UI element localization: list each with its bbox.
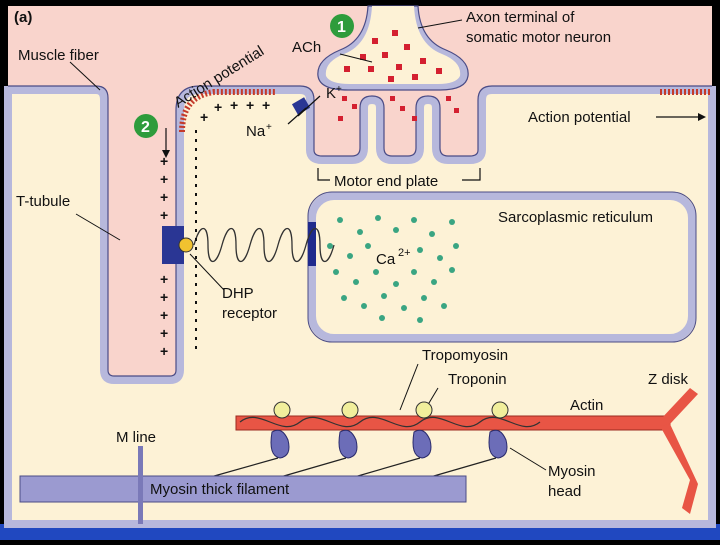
svg-text:+: + xyxy=(160,271,168,287)
step-1-number: 1 xyxy=(337,19,346,36)
calcium-ions xyxy=(327,215,459,323)
membrane-outline xyxy=(8,85,712,377)
label-na-ion: Na xyxy=(246,123,266,140)
step-1-badge xyxy=(330,14,354,38)
dhp-receptor-block xyxy=(162,226,184,264)
label-axon-terminal-1: Axon terminal of xyxy=(466,9,575,26)
t-tubule-arrow-head xyxy=(162,150,170,158)
z-disk-lower xyxy=(660,424,698,514)
end-plate-label-bg xyxy=(330,172,462,190)
svg-text:+: + xyxy=(246,97,254,113)
label-myosin-1: Myosin xyxy=(548,463,596,480)
svg-text:+: + xyxy=(160,171,168,187)
ion-flow-arrows xyxy=(287,95,321,125)
svg-text:+: + xyxy=(160,207,168,223)
label-calcium: Ca xyxy=(376,251,396,268)
label-dhp-2: receptor xyxy=(222,305,277,322)
myosin-heads xyxy=(270,429,508,459)
label-dhp-1: DHP xyxy=(222,285,254,302)
label-calcium-charge: 2+ xyxy=(398,247,411,259)
label-sarcoplasmic-reticulum: Sarcoplasmic reticulum xyxy=(498,209,653,226)
panel-label: (a) xyxy=(14,9,32,26)
svg-text:+: + xyxy=(200,109,208,125)
m-line xyxy=(138,446,143,524)
label-motor-end-plate-front: Motor end plate xyxy=(334,173,438,190)
tropomyosin-strand xyxy=(239,416,541,428)
dhp-ryanodine-coupling xyxy=(193,227,335,263)
label-actin: Actin xyxy=(570,397,603,414)
ryanodine-channel xyxy=(308,222,316,266)
label-tropomyosin: Tropomyosin xyxy=(422,347,508,364)
svg-text:+: + xyxy=(262,97,270,113)
sr-outline xyxy=(307,191,697,343)
label-myosin-thick-filament: Myosin thick filament xyxy=(150,481,290,498)
label-k-ion: K xyxy=(326,85,336,102)
ion-channel xyxy=(291,97,311,115)
label-na-charge: + xyxy=(266,122,272,133)
label-muscle-fiber: Muscle fiber xyxy=(18,47,99,64)
label-z-disk: Z disk xyxy=(648,371,689,388)
z-disk-upper xyxy=(660,388,698,424)
ach-vesicles xyxy=(338,30,459,121)
svg-text:+: + xyxy=(160,153,168,169)
svg-text:+: + xyxy=(160,289,168,305)
step-2-badge xyxy=(134,114,158,138)
svg-text:+: + xyxy=(160,189,168,205)
sarcoplasmic-reticulum xyxy=(308,192,696,342)
dhp-receptor-sensor xyxy=(178,237,194,253)
label-myosin-2: head xyxy=(548,483,581,500)
label-t-tubule: T-tubule xyxy=(16,193,70,210)
svg-text:+: + xyxy=(160,307,168,323)
label-ach: ACh xyxy=(292,39,321,56)
svg-text:+: + xyxy=(230,97,238,113)
step-2-number: 2 xyxy=(141,119,150,136)
svg-text:+: + xyxy=(214,99,222,115)
svg-text:+: + xyxy=(160,325,168,341)
label-troponin: Troponin xyxy=(448,371,507,388)
myosin-thick-filament xyxy=(19,475,467,503)
axon-terminal-interior xyxy=(325,6,461,84)
svg-text:+: + xyxy=(160,343,168,359)
label-m-line: M line xyxy=(116,429,156,446)
label-axon-terminal-2: somatic motor neuron xyxy=(466,29,611,46)
label-k-charge: + xyxy=(336,84,342,95)
charge-plus-signs: + + + + + + + + + + + + + + xyxy=(160,97,270,359)
troponin-complexes xyxy=(273,401,509,419)
label-action-potential-right: Action potential xyxy=(528,109,631,126)
leader-lines xyxy=(69,19,547,471)
action-potential-arrow-head xyxy=(698,113,706,121)
action-potential-segment-left xyxy=(179,89,276,133)
